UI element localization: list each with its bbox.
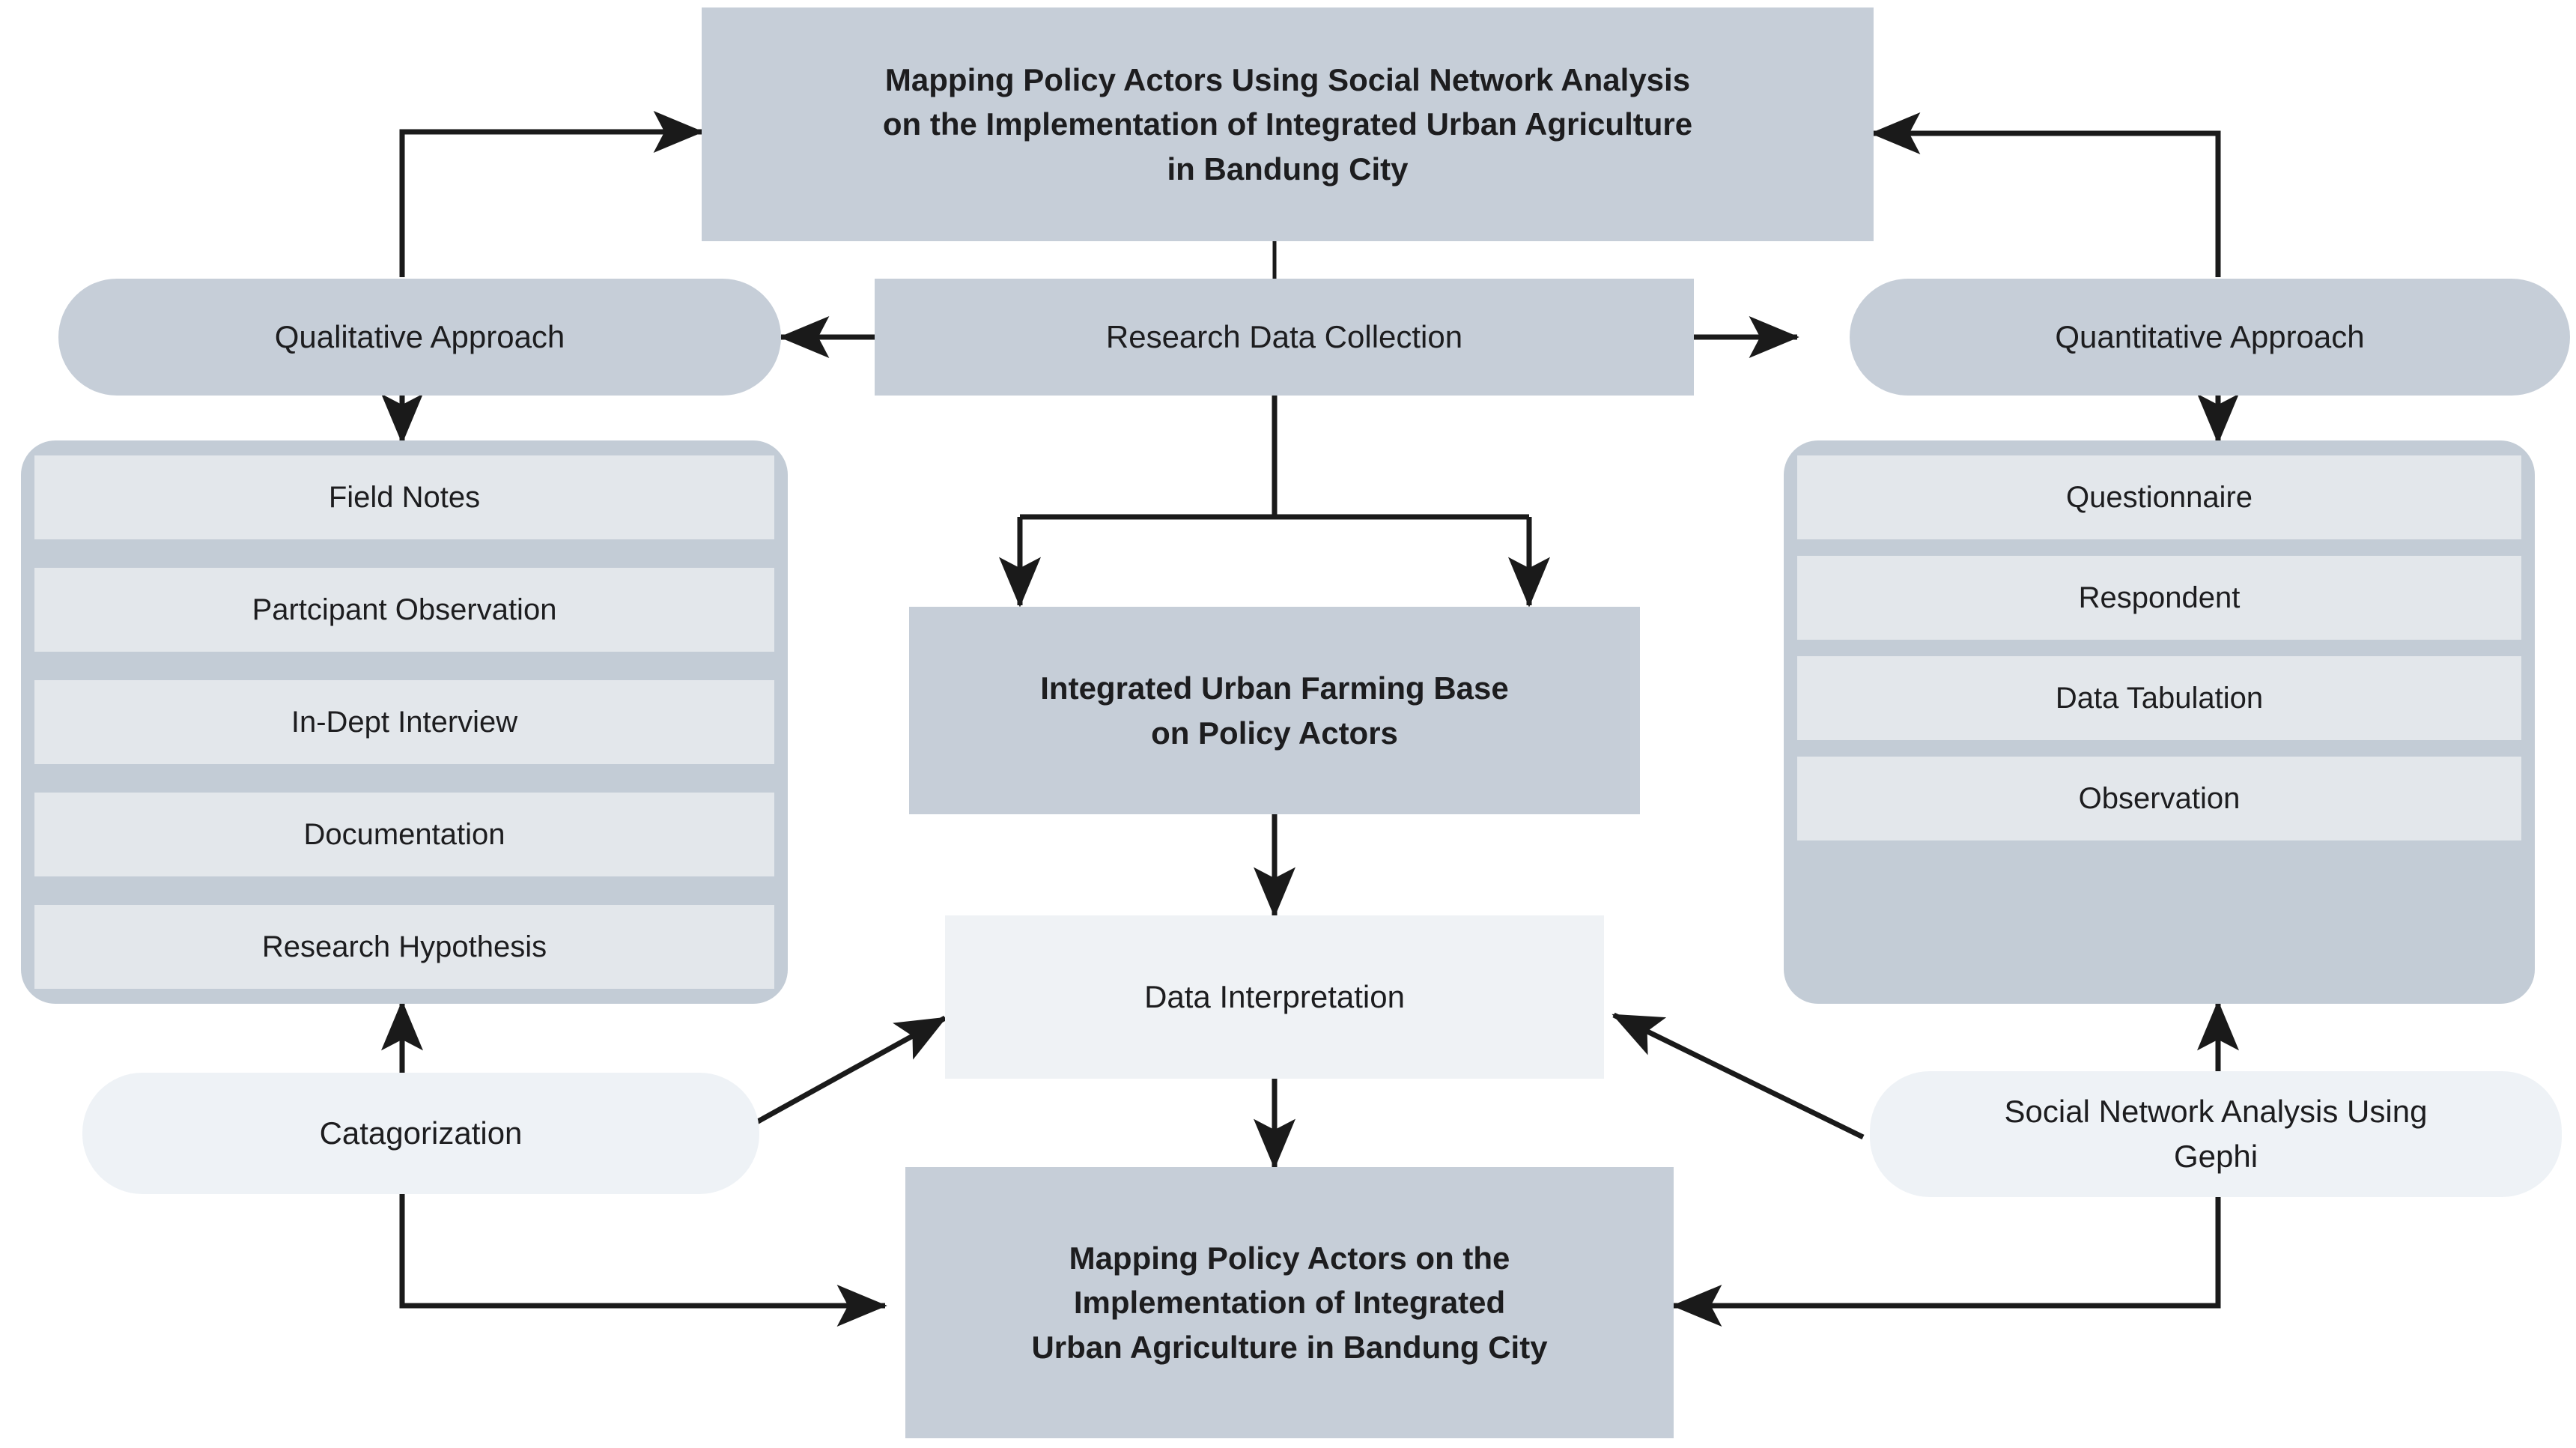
list-item-label: Partcipant Observation bbox=[252, 593, 557, 626]
node-mapping-bottom-label: Mapping Policy Actors on the Implementat… bbox=[1031, 1240, 1548, 1365]
node-catagorization-label: Catagorization bbox=[319, 1115, 523, 1151]
list-item-label: Field Notes bbox=[328, 480, 481, 514]
node-quantitative-approach[interactable]: Quantitative Approach bbox=[1850, 279, 2570, 396]
list-item-label: Data Tabulation bbox=[2055, 681, 2264, 715]
list-item-data-tabulation[interactable]: Data Tabulation bbox=[1797, 656, 2521, 740]
edge-qualitative-to-title bbox=[399, 111, 704, 277]
edge-quantitative-to-title bbox=[1870, 112, 2221, 277]
group-qualitative-items: Field Notes Partcipant Observation In-De… bbox=[21, 440, 788, 1004]
node-title-top-label: Mapping Policy Actors Using Social Netwo… bbox=[882, 61, 1693, 187]
edge-catagorization-to-mapping bbox=[399, 1193, 887, 1327]
node-title-top[interactable]: Mapping Policy Actors Using Social Netwo… bbox=[702, 7, 1874, 241]
list-item-partcipant-observation[interactable]: Partcipant Observation bbox=[34, 568, 774, 652]
list-item-label: Documentation bbox=[303, 817, 505, 851]
node-data-interpretation[interactable]: Data Interpretation bbox=[945, 915, 1604, 1079]
edge-sna-to-mapping bbox=[1671, 1196, 2221, 1327]
edge-catagorization-to-interpretation bbox=[736, 1015, 947, 1136]
node-qualitative-approach[interactable]: Qualitative Approach bbox=[58, 279, 781, 396]
list-item-questionnaire[interactable]: Questionnaire bbox=[1797, 455, 2521, 539]
node-qualitative-approach-label: Qualitative Approach bbox=[274, 319, 565, 355]
list-item-label: Questionnaire bbox=[2065, 480, 2253, 514]
list-item-label: Observation bbox=[2078, 781, 2241, 815]
list-item-label: Research Hypothesis bbox=[261, 930, 547, 963]
list-item-label: In-Dept Interview bbox=[291, 705, 518, 739]
list-item-field-notes[interactable]: Field Notes bbox=[34, 455, 774, 539]
list-item-research-hypothesis[interactable]: Research Hypothesis bbox=[34, 905, 774, 989]
node-catagorization[interactable]: Catagorization bbox=[82, 1073, 759, 1194]
node-research-data-collection-label: Research Data Collection bbox=[1105, 319, 1463, 355]
node-data-interpretation-label: Data Interpretation bbox=[1144, 979, 1405, 1015]
edge-sna-to-interpretation bbox=[1611, 1012, 1865, 1140]
list-item-respondent[interactable]: Respondent bbox=[1797, 556, 2521, 640]
node-social-network-analysis-label: Social Network Analysis Using Gephi bbox=[2004, 1094, 2428, 1174]
node-quantitative-approach-label: Quantitative Approach bbox=[2055, 319, 2365, 355]
node-mapping-bottom[interactable]: Mapping Policy Actors on the Implementat… bbox=[905, 1167, 1674, 1438]
node-integrated-urban-farming[interactable]: Integrated Urban Farming Base on Policy … bbox=[909, 607, 1640, 814]
node-social-network-analysis[interactable]: Social Network Analysis Using Gephi bbox=[1870, 1071, 2562, 1197]
list-item-label: Respondent bbox=[2078, 581, 2241, 614]
group-quantitative-items: Questionnaire Respondent Data Tabulation… bbox=[1784, 440, 2535, 1004]
node-integrated-urban-farming-label: Integrated Urban Farming Base on Policy … bbox=[1040, 670, 1509, 751]
list-item-observation[interactable]: Observation bbox=[1797, 757, 2521, 840]
list-item-documentation[interactable]: Documentation bbox=[34, 793, 774, 876]
node-research-data-collection[interactable]: Research Data Collection bbox=[875, 279, 1694, 396]
list-item-in-dept-interview[interactable]: In-Dept Interview bbox=[34, 680, 774, 764]
